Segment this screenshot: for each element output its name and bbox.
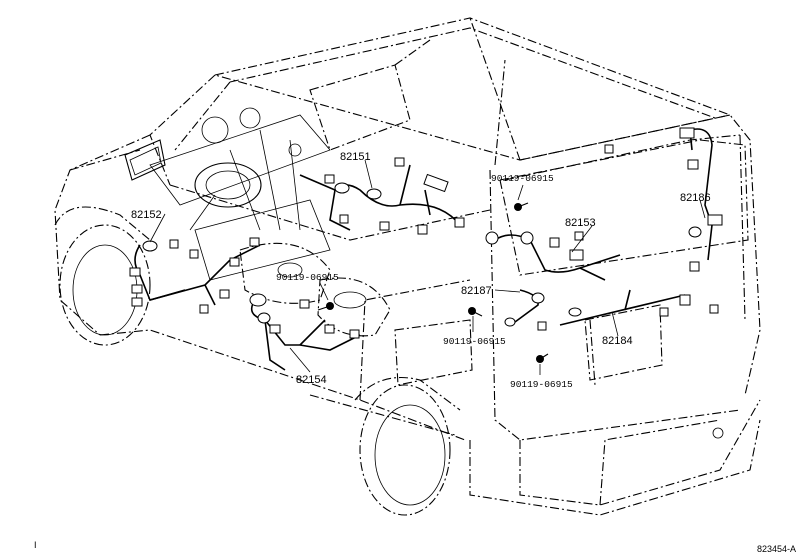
- part-label-82151: 82151: [340, 151, 371, 163]
- vehicle-body-outline: [54, 17, 761, 516]
- bolt-label: 90119-06915: [443, 336, 506, 347]
- bolt-icon: [536, 353, 549, 363]
- bolt-label: 90119-06915: [491, 173, 554, 184]
- corner-mark: I: [34, 540, 37, 550]
- wire-harnesses: [134, 128, 713, 371]
- part-label-82184: 82184: [602, 335, 633, 347]
- part-label-82154: 82154: [296, 374, 327, 386]
- bolt-label: 90119-06915: [276, 272, 339, 283]
- part-label-82152: 82152: [131, 209, 162, 221]
- bolt-icon: [514, 202, 529, 211]
- part-label-82153: 82153: [565, 217, 596, 229]
- bolt-label: 90119-06915: [510, 379, 573, 390]
- figure-id: 823454-A: [757, 544, 796, 554]
- connectors: [129, 127, 723, 339]
- part-label-82187: 82187: [461, 285, 492, 297]
- interior-outline: [149, 107, 391, 337]
- bolts: [317, 202, 549, 363]
- leader-lines: [149, 159, 706, 375]
- part-label-82186: 82186: [680, 192, 711, 204]
- bolt-icon: [468, 307, 483, 317]
- bolt-icon: [317, 302, 334, 311]
